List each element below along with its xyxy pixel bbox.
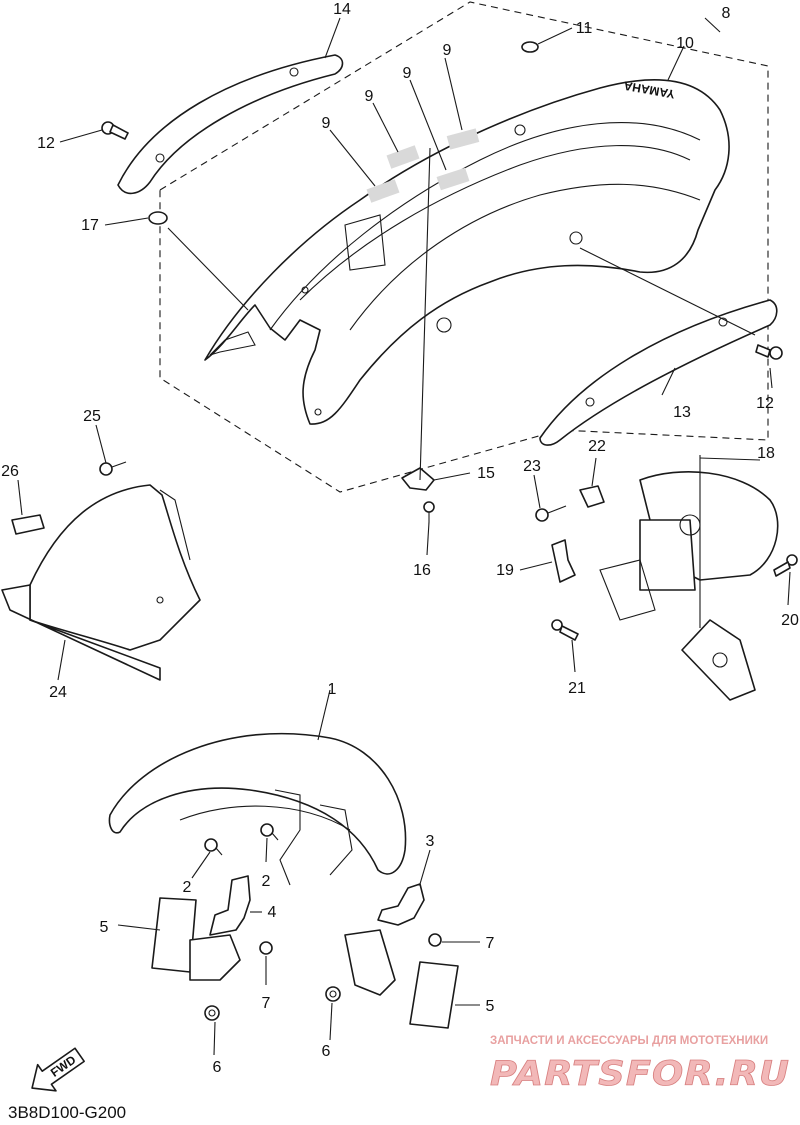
reflector-stay-right [344, 929, 396, 996]
bolt-12-right [755, 344, 783, 360]
callout-14: 14 [333, 1, 351, 18]
rear-fender-rail-left [117, 54, 344, 195]
washer-11 [521, 41, 539, 53]
reflector-right [409, 961, 459, 1029]
watermark-brand: PARTSFOR.RU [490, 1054, 790, 1094]
nut-6-left [204, 1005, 220, 1021]
watermark: ЗАПЧАСТИ И АКСЕССУАРЫ ДЛЯ МОТОТЕХНИКИ PA… [490, 1035, 790, 1094]
callout-23: 23 [523, 458, 541, 475]
callout-9-a: 9 [443, 42, 452, 59]
bolt-7-left [259, 941, 273, 955]
callout-8: 8 [722, 5, 731, 22]
callout-10: 10 [676, 35, 694, 52]
rear-fender: YAMAHA [204, 79, 730, 425]
diagram-code: 3B8D100-G200 [8, 1103, 126, 1122]
bolt-20 [773, 554, 798, 577]
callout-22: 22 [588, 438, 606, 455]
watermark-tagline: ЗАПЧАСТИ И АКСЕССУАРЫ ДЛЯ МОТОТЕХНИКИ [490, 1035, 768, 1047]
tail-light-assembly [599, 455, 779, 701]
callout-9-c: 9 [365, 88, 374, 105]
bolt-12-left [101, 121, 129, 140]
clip-15 [401, 467, 435, 491]
callout-19: 19 [496, 562, 514, 579]
callout-6-b: 6 [322, 1043, 331, 1060]
bracket-4 [209, 875, 251, 936]
callout-9-d: 9 [322, 115, 331, 132]
mud-flap-24 [1, 484, 201, 681]
callout-3: 3 [426, 833, 435, 850]
callout-4: 4 [268, 904, 277, 921]
screw-25 [99, 461, 127, 476]
clamp-22 [579, 485, 605, 508]
callout-24: 24 [49, 684, 67, 701]
screw-16 [423, 501, 435, 522]
callout-7-b: 7 [262, 995, 271, 1012]
callout-25: 25 [83, 408, 101, 425]
bracket-3 [377, 883, 425, 926]
callout-18: 18 [757, 445, 775, 462]
callout-13: 13 [673, 404, 691, 421]
callout-15: 15 [477, 465, 495, 482]
callout-2-a: 2 [183, 879, 192, 896]
grommet-17 [148, 211, 168, 225]
leader-lines [17, 17, 791, 1056]
callout-21: 21 [568, 680, 586, 697]
callout-7-a: 7 [486, 935, 495, 952]
front-fender [108, 732, 407, 886]
screw-23 [535, 505, 567, 522]
bolt-7-right [428, 933, 442, 947]
callout-26: 26 [1, 463, 19, 480]
callout-11: 11 [576, 20, 593, 37]
callout-9-b: 9 [403, 65, 412, 82]
bolt-2-right [260, 823, 279, 841]
stickers [366, 128, 480, 203]
callout-2-b: 2 [262, 873, 271, 890]
callout-17: 17 [81, 217, 99, 234]
reflector-stay-left [189, 934, 241, 981]
callout-6-a: 6 [213, 1059, 222, 1076]
callout-12-b: 12 [756, 395, 774, 412]
callout-numbers: 14 8 11 10 9 9 9 9 12 17 13 12 25 22 18 … [1, 1, 799, 1076]
nut-6-right [325, 986, 341, 1002]
bolt-2-left [204, 838, 223, 856]
rear-fender-assembly-boundary [159, 1, 769, 493]
callout-12-a: 12 [37, 135, 55, 152]
forward-arrow: FWD [31, 1047, 85, 1092]
callout-1: 1 [328, 681, 337, 698]
callout-20: 20 [781, 612, 799, 629]
callout-5-a: 5 [100, 919, 109, 936]
callout-16: 16 [413, 562, 431, 579]
bracket-19 [551, 539, 576, 583]
bracket-26 [11, 514, 45, 535]
bolt-21 [551, 619, 579, 641]
callout-5-b: 5 [486, 998, 495, 1015]
rear-fender-rail-right [539, 299, 778, 446]
